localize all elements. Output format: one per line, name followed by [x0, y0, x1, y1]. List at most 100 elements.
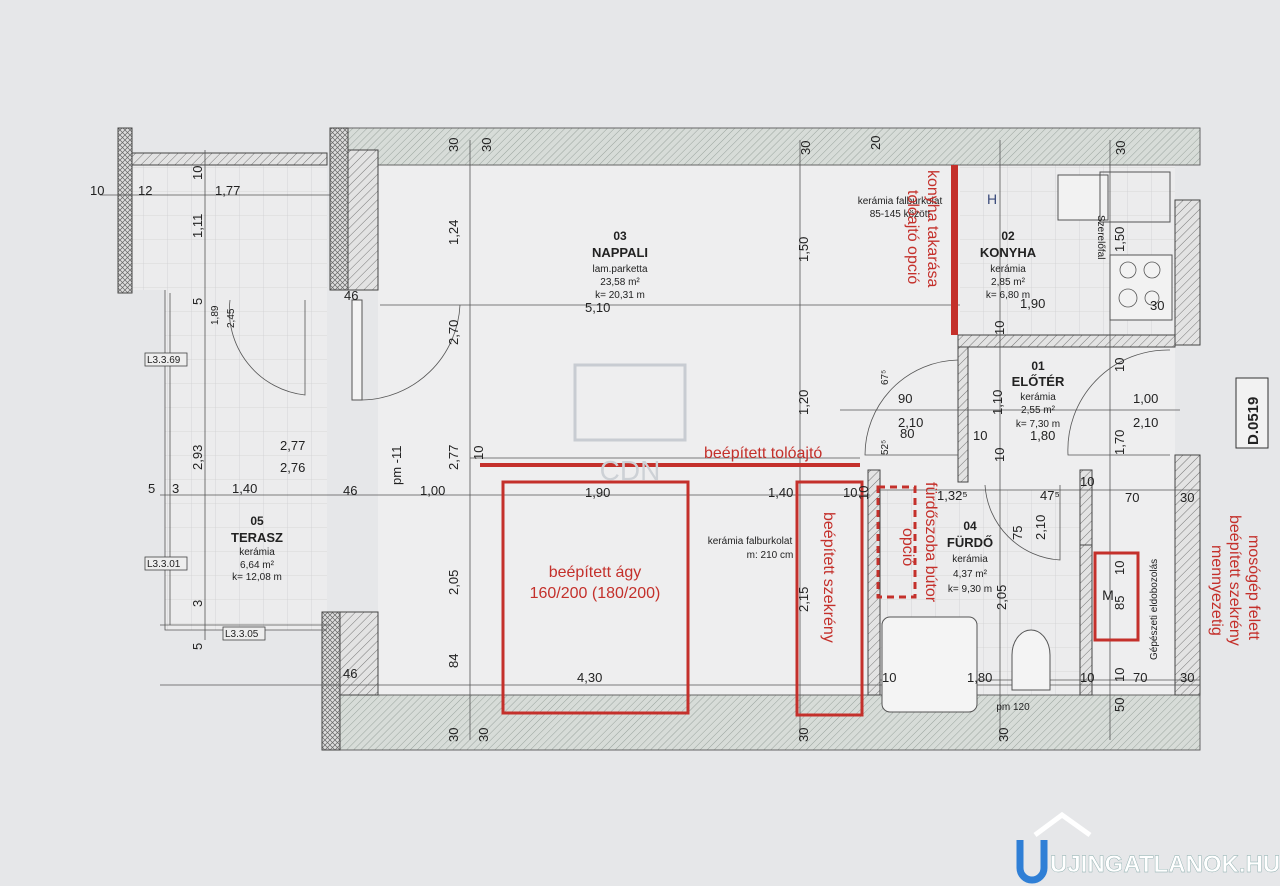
kitchen-cover-note: konyha takarása: [924, 170, 941, 288]
dim: 10: [190, 166, 205, 180]
dim: 52⁵: [880, 440, 891, 455]
floor-level-label: pm -11: [389, 446, 404, 486]
watermark-text: CDN: [600, 455, 661, 486]
dim: 1,00: [420, 483, 445, 498]
dim: 70: [1133, 670, 1147, 685]
kitchen-sliding-door: [951, 165, 958, 335]
room-floor: kerámia: [239, 547, 275, 558]
room-number: 02: [1001, 229, 1015, 243]
dim: 1,90: [585, 485, 610, 500]
room-floor: kerámia: [990, 264, 1026, 275]
logo-u-icon: [1016, 840, 1048, 884]
dim: 5: [148, 481, 155, 496]
sheet-code-box: [1235, 377, 1269, 449]
room-wall-tile-note: kerámia falburkolat: [708, 536, 793, 547]
room-floor: kerámia: [1020, 392, 1056, 403]
room-wall-tile-height: m: 210 cm: [747, 550, 794, 561]
dim: 30: [798, 141, 813, 155]
wall-kitchen-hall: [957, 334, 1176, 348]
balcony-side-wall: [117, 127, 133, 294]
dim: 10: [1112, 561, 1127, 575]
dim: 2,93: [190, 445, 205, 470]
room-area: 2,55 m²: [1021, 405, 1056, 416]
logo-roof-icon: [1033, 811, 1092, 838]
dimensions-horizontal: 10 12 1,77 46 2,77 2,76 5 3 1,40 46 1,00…: [90, 183, 1194, 685]
room-name: TERASZ: [231, 530, 283, 545]
dim: 50: [1112, 698, 1127, 712]
room-number: 01: [1031, 359, 1045, 373]
balcony-upper-floor: [132, 165, 327, 290]
door-swing-bath: [984, 484, 1061, 561]
bath-option-note: opció: [899, 528, 916, 566]
dim: 10: [843, 485, 857, 500]
wall-right-upper: [1174, 199, 1201, 346]
room-perimeter: k= 6,80 m: [986, 290, 1030, 301]
dim: 2,45: [226, 308, 237, 328]
dim: 3: [190, 600, 205, 607]
dim: 2,10: [1033, 515, 1048, 540]
wardrobe-note: beépített szekrény: [820, 512, 837, 643]
dim: 85: [1112, 596, 1127, 610]
sheet-code: D.0519: [1245, 397, 1262, 445]
dim: 30: [1180, 490, 1194, 505]
dim: 1,89: [210, 305, 221, 325]
terrace-floor: [165, 290, 327, 630]
tag-label: L3.3.69: [147, 355, 181, 366]
wall-right-lower: [1174, 454, 1201, 696]
dim: 1,80: [1030, 428, 1055, 443]
dim: 47⁵: [1040, 488, 1060, 503]
dim: 10: [1112, 358, 1127, 372]
kitchen-door-option-note: tolóajtó opció: [904, 190, 921, 284]
dim: 67⁵: [880, 370, 891, 385]
room-area: 23,58 m²: [600, 277, 640, 288]
room-name: NAPPALI: [592, 245, 648, 260]
dim: 2,05: [446, 570, 461, 595]
hood-label: H: [987, 191, 997, 207]
room-name: FÜRDŐ: [947, 535, 993, 550]
wall-bottom: [321, 694, 1201, 751]
dim: 30: [996, 728, 1011, 742]
kitchen-wall-tile-note: kerámia falburkolat: [858, 196, 943, 207]
bath-furniture-note: fürdőszoba bútor: [922, 482, 939, 603]
room-perimeter: k= 12,08 m: [232, 572, 282, 583]
tag-label: L3.3.05: [225, 629, 259, 640]
room-number: 04: [963, 519, 977, 533]
tag-label: L3.3.01: [147, 559, 181, 570]
shower-tray: [881, 616, 978, 713]
dim: 1,32⁵: [937, 488, 968, 503]
dim: 30: [479, 138, 494, 152]
dim: 1,10: [990, 390, 1005, 415]
wall-left-lower: [339, 611, 379, 696]
toilet: [1011, 629, 1051, 691]
dim: 46: [344, 288, 358, 303]
dim: 3: [172, 481, 179, 496]
mech-box-label: Gépészeti eldobozolás: [1149, 559, 1160, 660]
dim: 1,20: [796, 390, 811, 415]
cooktop: [1109, 254, 1173, 321]
wall-left-upper: [347, 149, 379, 291]
dim: 10: [992, 321, 1007, 335]
dim: 10: [1080, 474, 1094, 489]
room-area: 2,85 m²: [991, 277, 1026, 288]
dim: 1,00: [1133, 391, 1158, 406]
room-floor: lam.parketta: [592, 264, 647, 275]
dim: 10: [1080, 670, 1094, 685]
site-logo: UJINGATLANOK.HU: [1016, 811, 1280, 884]
dim: 10: [973, 428, 987, 443]
dim: 30: [796, 728, 811, 742]
installation-wall-label: Szerelőfal: [1095, 215, 1106, 259]
terrace-railing: [160, 290, 330, 631]
dim: 10: [992, 448, 1007, 462]
room-area: 6,64 m²: [240, 560, 275, 571]
dim: 1,50: [796, 237, 811, 262]
washer-cabinet-note: mennyezetig: [1208, 545, 1225, 636]
dim: 75: [1010, 526, 1025, 540]
dim: 30: [446, 138, 461, 152]
dim: 5,10: [585, 300, 610, 315]
bath-furniture-option: [876, 485, 917, 599]
bed-size-note: 160/200 (180/200): [530, 585, 661, 602]
bath-floor-level: pm 120: [996, 702, 1030, 713]
room-labels: 03 NAPPALI lam.parketta 23,58 m² k= 20,3…: [231, 191, 1114, 713]
dim: 1,90: [1020, 296, 1045, 311]
